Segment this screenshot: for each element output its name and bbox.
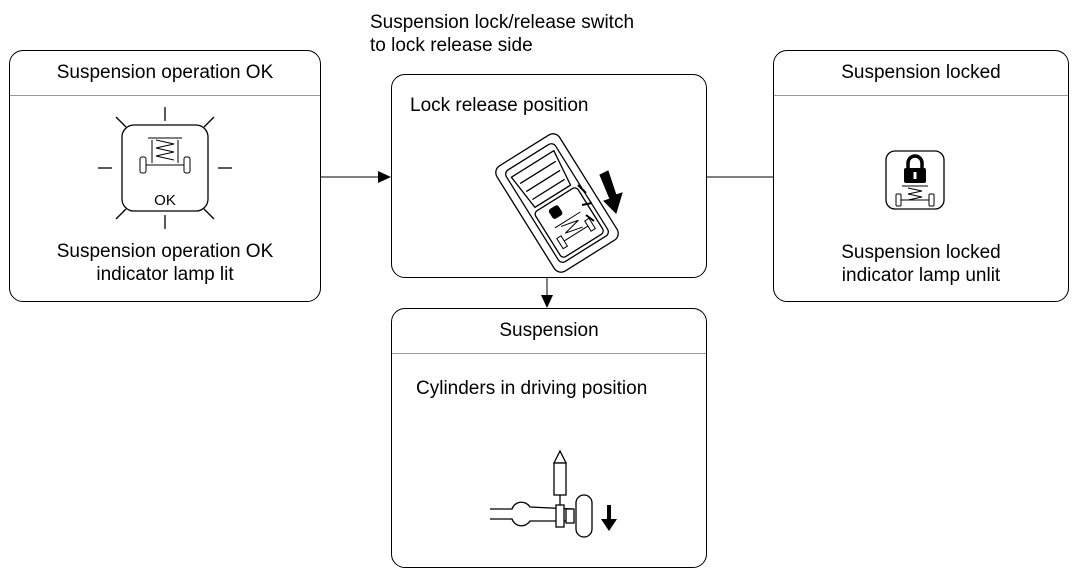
box-ok-title: Suspension operation OK: [10, 51, 320, 96]
box-locked-caption-line1: Suspension locked: [841, 242, 1001, 263]
box-suspension-locked: Suspension locked Suspension locked indi…: [773, 50, 1069, 302]
arrow-down-icon: [541, 295, 553, 308]
box-locked-title: Suspension locked: [774, 51, 1068, 96]
box-release-title: Lock release position: [410, 95, 589, 116]
arrow-right-icon: [378, 171, 391, 183]
box-suspension-title: Suspension: [392, 309, 706, 354]
suspension-cylinder-icon: [490, 449, 617, 538]
box-suspension-ok: Suspension operation OK OK Suspension op…: [9, 50, 321, 302]
box-locked-caption-line2: indicator lamp unlit: [841, 265, 1001, 286]
ok-lamp-text: OK: [154, 192, 176, 209]
box-ok-caption-line2: indicator lamp lit: [96, 264, 234, 285]
ok-indicator-lamp-icon: [98, 107, 232, 229]
box-suspension-subtitle: Cylinders in driving position: [416, 378, 648, 399]
lock-release-switch-icon: [495, 133, 623, 273]
box-ok-caption-line1: Suspension operation OK: [56, 241, 274, 262]
locked-indicator-lamp-icon: [885, 150, 945, 210]
box-suspension: Suspension Cylinders in driving position: [391, 308, 707, 568]
top-caption-line2: to lock release side: [370, 35, 533, 56]
box-lock-release: Lock release position: [391, 74, 707, 278]
top-caption-line1: Suspension lock/release switch: [370, 12, 635, 33]
